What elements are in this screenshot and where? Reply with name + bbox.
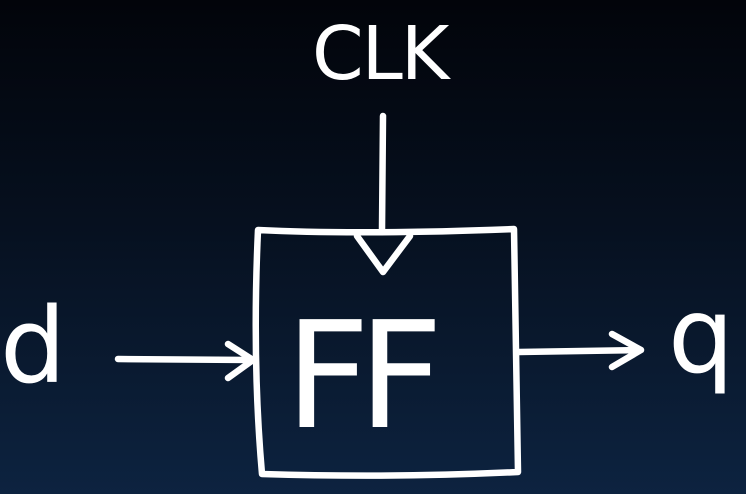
input-label: d xyxy=(0,285,66,407)
output-arrow-line xyxy=(515,346,644,356)
flip-flop-box xyxy=(252,225,522,479)
clock-label: CLK xyxy=(312,11,452,97)
input-arrowhead xyxy=(224,340,257,382)
clock-edge-triangle xyxy=(353,232,414,276)
input-arrow-line xyxy=(114,355,256,364)
output-arrowhead xyxy=(608,330,645,371)
clock-line xyxy=(378,112,387,234)
output-label: q xyxy=(668,275,734,397)
block-label: FF xyxy=(285,290,435,462)
